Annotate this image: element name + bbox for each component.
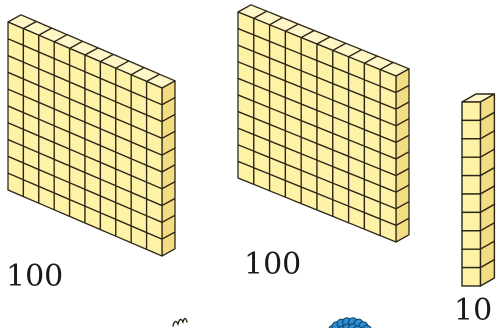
ten-rod-block xyxy=(462,94,494,286)
small-squiggle-icon xyxy=(173,319,187,327)
bead-cluster-icon xyxy=(327,318,373,328)
hundred-flat-block-2 xyxy=(238,5,409,242)
flat-1-value-label: 100 xyxy=(6,262,63,292)
rod-value-label: 10 xyxy=(454,296,492,326)
flat-2-value-label: 100 xyxy=(244,250,301,280)
hundred-flat-block-1 xyxy=(8,15,175,256)
